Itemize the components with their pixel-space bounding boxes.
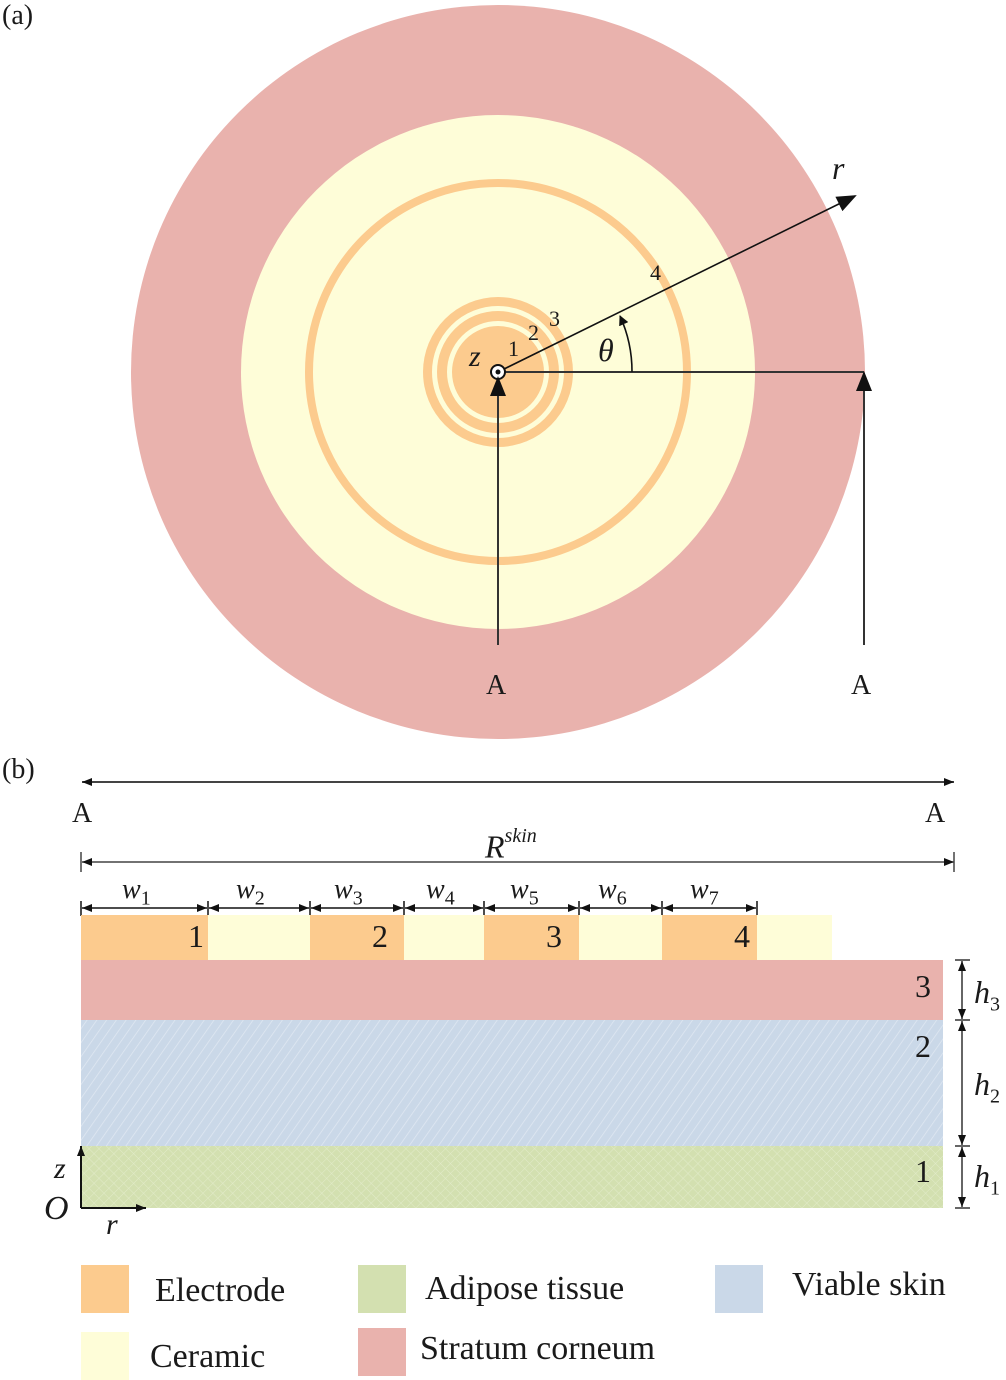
section-label-a-right: A (851, 670, 872, 701)
h2-label: h2 (974, 1066, 1000, 1108)
electrode-2 (310, 915, 404, 960)
width-dimensions (80, 901, 758, 916)
electrode-label-4: 4 (734, 918, 750, 954)
legend-label-adipose: Adipose tissue (425, 1270, 625, 1307)
height-dimensions (955, 959, 970, 1209)
electrode-1 (81, 915, 208, 960)
layer-label-2: 2 (915, 1028, 931, 1064)
z-axis-dot (495, 369, 501, 375)
section-label-b-left: A (72, 798, 93, 829)
electrode-label-2: 2 (372, 918, 388, 954)
rskin-sup: skin (504, 825, 537, 847)
origin-label: O (44, 1190, 69, 1227)
w2-label: w2 (236, 874, 265, 910)
electrode-ceramic-layer (81, 915, 832, 960)
electrode-3 (484, 915, 579, 960)
h1-label: h1 (974, 1158, 1000, 1200)
legend-swatch-stratum-corneum (358, 1328, 406, 1376)
w3-label: w3 (334, 874, 363, 910)
ceramic-4 (757, 915, 832, 960)
r-axis-label: r (832, 150, 845, 186)
rskin-label: Rskin (485, 826, 537, 865)
legend-swatch-electrode (81, 1265, 129, 1313)
legend-swatch-ceramic (81, 1332, 129, 1380)
viable-skin-layer (81, 1020, 943, 1146)
legend-label-ceramic: Ceramic (150, 1338, 266, 1375)
w4-label: w4 (426, 874, 455, 910)
ring-label-2: 2 (528, 320, 539, 345)
ring-label-3: 3 (549, 306, 560, 331)
layer-label-1: 1 (915, 1153, 931, 1189)
stratum-corneum-layer (81, 960, 943, 1020)
legend-swatch-adipose (358, 1265, 406, 1313)
panel-b-label: (b) (2, 754, 35, 785)
layer-label-3: 3 (915, 968, 931, 1004)
ring-label-1: 1 (508, 336, 519, 361)
electrode-label-1: 1 (188, 918, 204, 954)
legend-swatch-viable-skin (715, 1265, 763, 1313)
ceramic-3 (579, 915, 662, 960)
section-label-a-left: A (486, 670, 507, 701)
r-axis-label-b: r (106, 1208, 118, 1241)
legend-label-electrode: Electrode (155, 1272, 286, 1309)
w5-label: w5 (510, 874, 539, 910)
ring-label-4: 4 (650, 260, 661, 285)
ceramic-2 (404, 915, 484, 960)
theta-label: θ (598, 332, 614, 368)
w6-label: w6 (598, 874, 627, 910)
electrode-4 (662, 915, 757, 960)
ceramic-1 (208, 915, 310, 960)
z-axis-label-b: z (54, 1152, 66, 1185)
section-label-b-right: A (925, 798, 946, 829)
z-axis-label: z (469, 340, 481, 373)
legend-label-stratum-corneum: Stratum corneum (420, 1330, 656, 1367)
w1-label: w1 (122, 874, 151, 910)
adipose-layer (81, 1146, 943, 1208)
electrode-label-3: 3 (546, 918, 562, 954)
theta-arc (619, 315, 633, 373)
rskin-base: R (485, 828, 505, 865)
h3-label: h3 (974, 974, 1000, 1016)
legend-label-viable-skin: Viable skin (792, 1266, 946, 1303)
r-axis-arrow (497, 195, 857, 373)
panel-a-label: (a) (2, 0, 34, 31)
w7-label: w7 (690, 874, 719, 910)
